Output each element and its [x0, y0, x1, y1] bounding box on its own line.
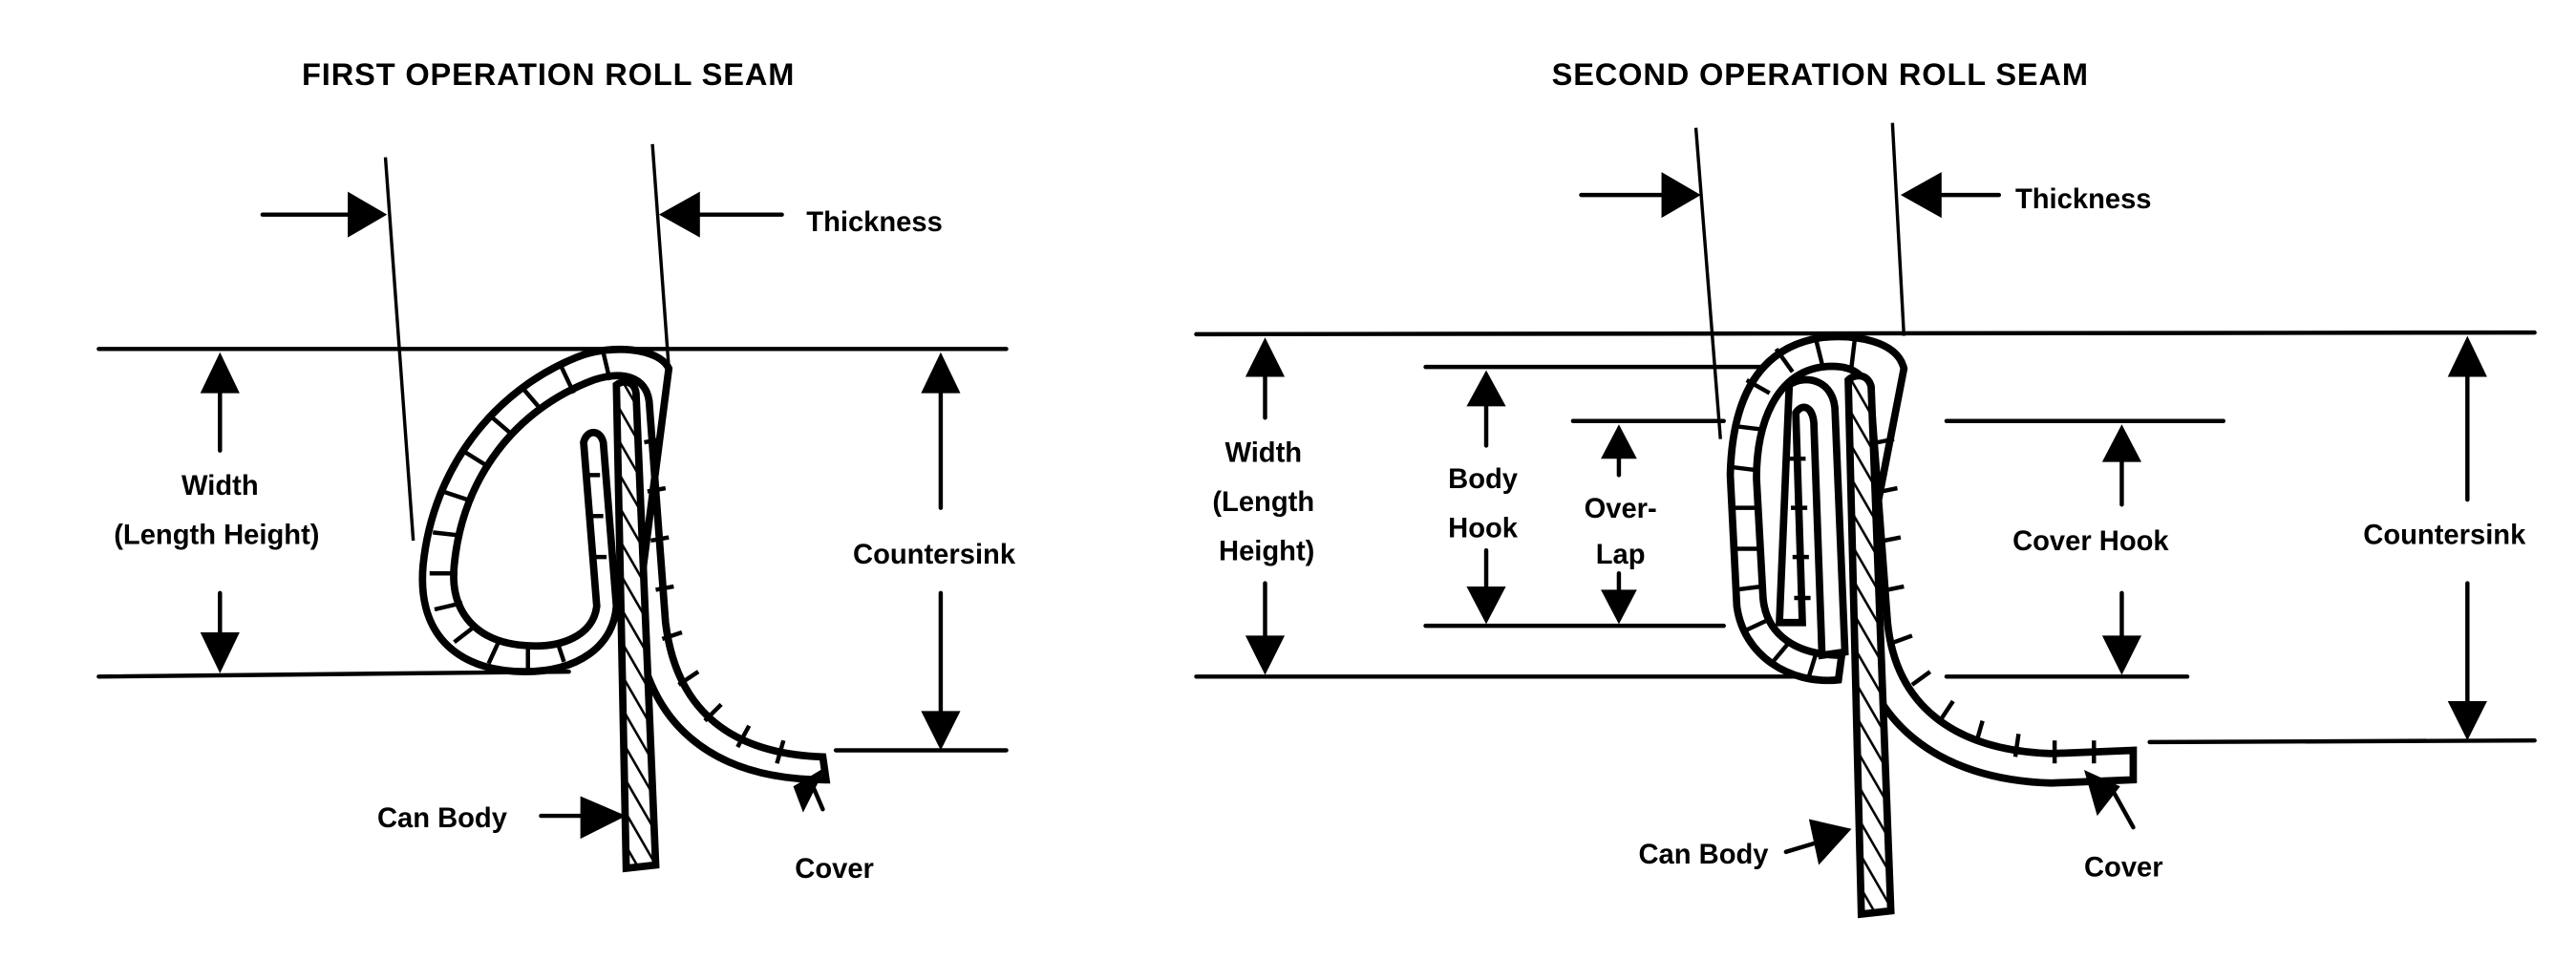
- body-hook-label: Body: [1448, 464, 1519, 495]
- cover-arrow: [2083, 770, 2136, 830]
- thickness-arrow-left: [1579, 172, 1701, 219]
- cover-curl-segments: [429, 352, 786, 764]
- cover-label: Cover: [795, 854, 874, 885]
- overlap-label-2: Lap: [1596, 540, 1646, 570]
- second-operation-diagram: SECOND OPERATION ROLL SEAM Thickness W: [1194, 57, 2537, 919]
- countersink-bottom-line: [2147, 737, 2537, 745]
- thickness-label: Thickness: [806, 207, 943, 238]
- cover-hook-label: Cover Hook: [2012, 526, 2169, 557]
- width-dimension-arrow: [1245, 337, 1286, 675]
- can-body-label: Can Body: [377, 803, 508, 834]
- width-label: Width: [1224, 438, 1302, 469]
- cover-curl: [418, 345, 831, 784]
- can-body-arrow: [539, 796, 627, 840]
- top-reference-line: [1194, 330, 2537, 337]
- body-hook-fold: [1775, 375, 1849, 660]
- thickness-guide-line-left: [1693, 127, 1722, 439]
- width-sublabel-1: (Length: [1212, 487, 1314, 518]
- second-diagram-title: SECOND OPERATION ROLL SEAM: [1552, 57, 2089, 92]
- width-sublabel-2: Height): [1219, 537, 1314, 567]
- overlap-dimension-arrow: [1601, 424, 1637, 625]
- countersink-dimension-arrow: [921, 352, 961, 751]
- width-label: Width: [181, 471, 259, 501]
- countersink-label: Countersink: [853, 540, 1016, 570]
- overlap-label: Over-: [1585, 494, 1657, 524]
- thickness-label: Thickness: [2015, 184, 2152, 215]
- can-body-label: Can Body: [1639, 840, 1770, 870]
- cover-label: Cover: [2084, 853, 2163, 884]
- width-sublabel: (Length Height): [114, 520, 319, 550]
- body-hook-label-2: Hook: [1448, 514, 1519, 544]
- cover-curl-segments: [1730, 336, 2097, 764]
- first-operation-diagram: FIRST OPERATION ROLL SEAM Thickness Widt…: [96, 57, 1016, 885]
- can-body-wall: [1844, 372, 1895, 919]
- cover-hook-dimension-arrow: [2101, 424, 2142, 675]
- first-diagram-title: FIRST OPERATION ROLL SEAM: [302, 57, 795, 92]
- thickness-arrow-right: [1900, 172, 2002, 219]
- width-dimension-arrow: [200, 352, 240, 673]
- thickness-arrow-right: [658, 191, 784, 238]
- body-hook-dimension-arrow: [1466, 370, 1506, 625]
- can-body-arrow: [1783, 819, 1852, 865]
- thickness-arrow-left: [260, 191, 388, 238]
- can-body-wall: [612, 378, 660, 873]
- countersink-dimension-arrow: [2447, 335, 2487, 741]
- bottom-reference-line: [96, 669, 571, 679]
- countersink-label: Countersink: [2363, 520, 2526, 550]
- thickness-guide-line-right: [1890, 122, 1906, 336]
- cover-arrow: [793, 766, 826, 813]
- thickness-guide-line-right: [650, 143, 671, 370]
- cover-curl: [1726, 332, 2138, 787]
